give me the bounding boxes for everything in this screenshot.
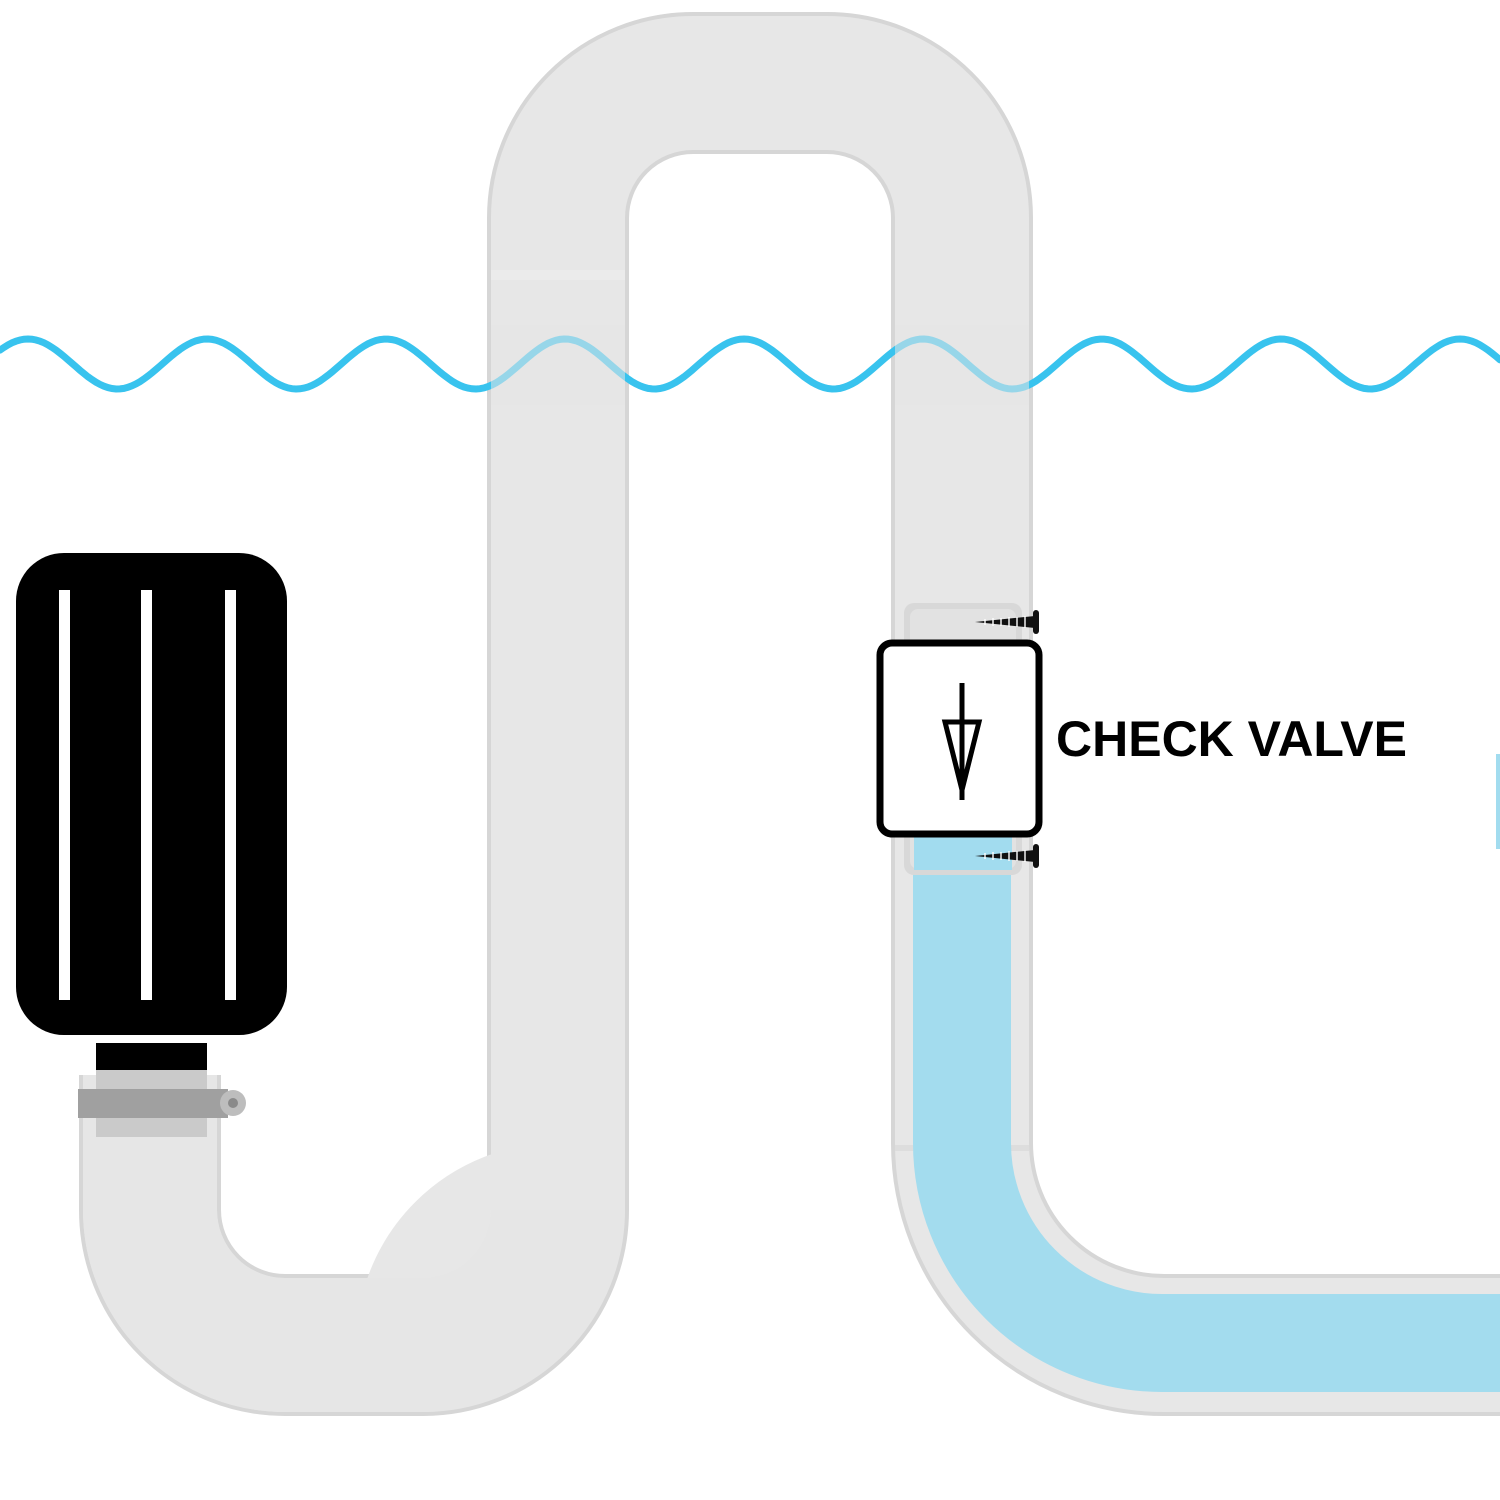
pump-stripe [225, 590, 236, 1000]
hose-clamp-screw-hole [228, 1098, 238, 1108]
valve-water-below [914, 835, 1012, 870]
pump [16, 553, 287, 1137]
pipe-upper-left-tint [491, 270, 625, 280]
water-surface-line [0, 335, 1500, 393]
check-valve-label: CHECK VALVE [1056, 711, 1407, 767]
screw-icon [975, 610, 1039, 634]
check-valve [876, 603, 1043, 875]
edge-marker [1496, 754, 1500, 849]
pipe-lower-bend [83, 1075, 625, 1412]
pipe-overlay-left [491, 325, 625, 405]
pump-outlet-neck [96, 1043, 207, 1073]
water-fill [913, 870, 1500, 1392]
screw-icon [975, 844, 1039, 868]
water-in-pipe [913, 870, 1500, 1392]
pipe-overlay-right [895, 325, 1029, 405]
hose-clamp-band [78, 1089, 228, 1118]
pump-stripe [141, 590, 152, 1000]
pump-stripe [59, 590, 70, 1000]
